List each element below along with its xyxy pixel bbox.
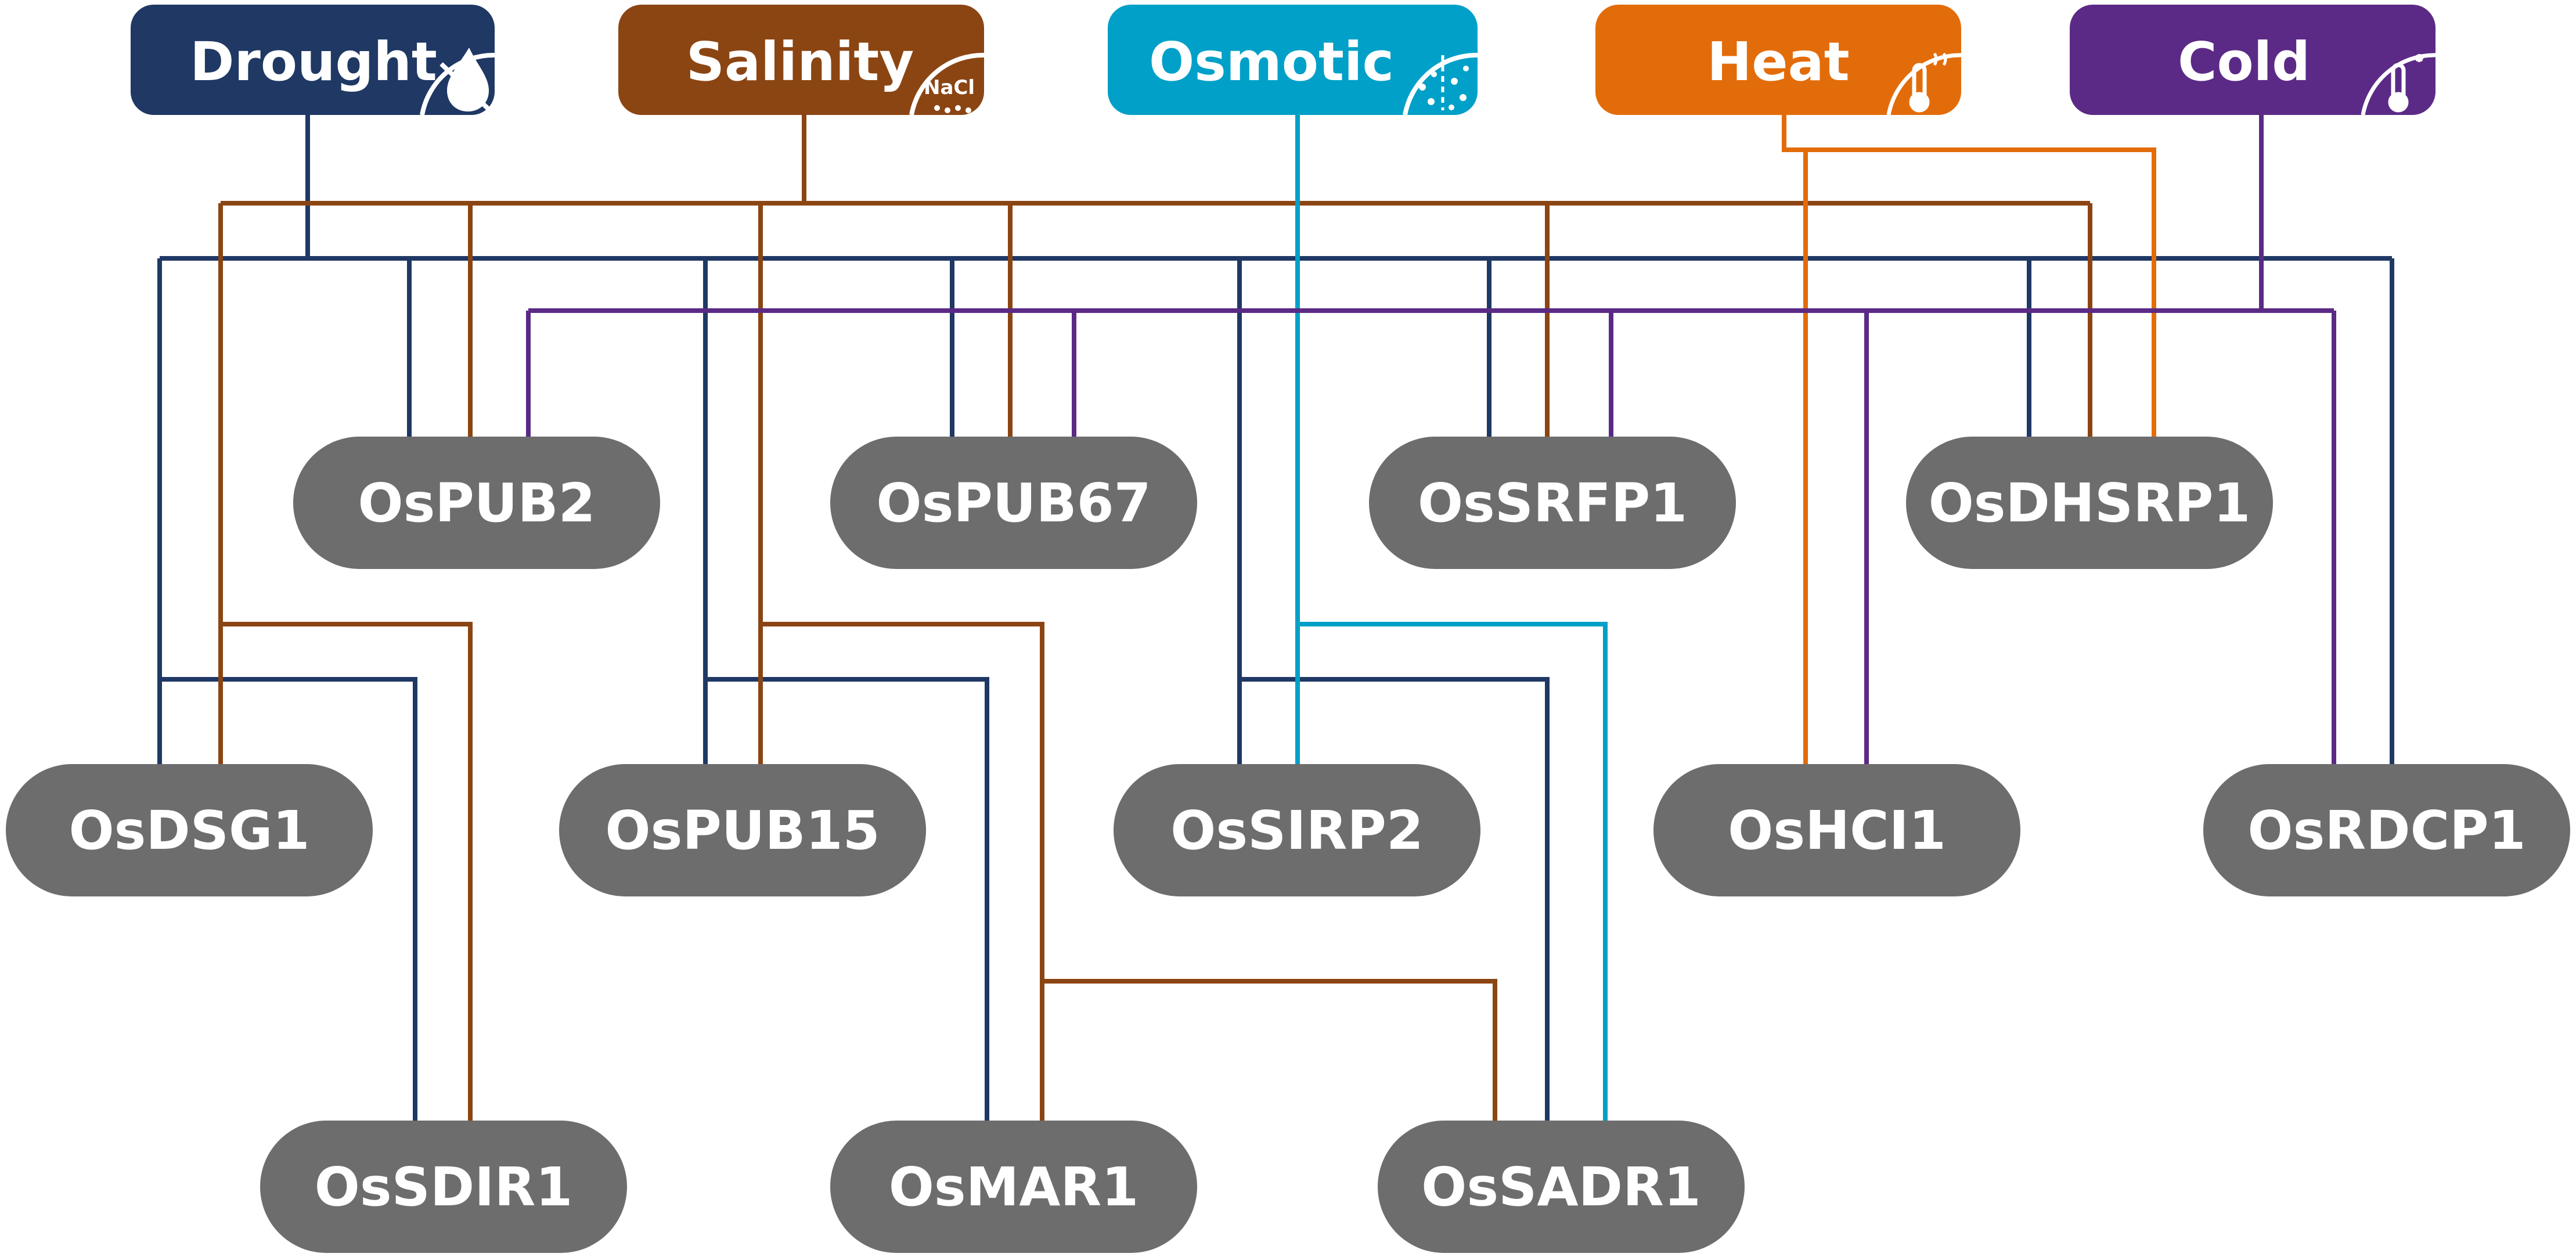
gene-box-bg: [293, 437, 660, 569]
gene-box-bg: [1906, 437, 2273, 569]
gene-box-bg: [2203, 764, 2570, 896]
gene-box-bg: [1653, 764, 2020, 896]
gene-box-bg: [260, 1121, 627, 1253]
gene-label-ospub15: OsPUB15: [605, 799, 880, 862]
gene-label-ospub67: OsPUB67: [876, 472, 1151, 534]
connector-drought-ossdir1: [160, 677, 417, 1121]
stress-box-salinity: Salinity NaCl: [618, 5, 985, 116]
connector-salinity-ossadr1: [1042, 979, 1497, 1121]
gene-box-bg: [1369, 437, 1736, 569]
gene-label-osmar1: OsMAR1: [889, 1156, 1139, 1218]
gene-box-bg: [559, 764, 926, 896]
gene-box-bg: [6, 764, 373, 896]
gene-label-ospub2: OsPUB2: [358, 472, 595, 534]
osmotic-particles-icon: [1403, 52, 1478, 116]
stress-label-osmotic: Osmotic: [1149, 31, 1394, 93]
connector-lines: [157, 115, 2394, 1121]
gene-label-osrdcp1: OsRDCP1: [2247, 799, 2525, 862]
gene-label-ossirp2: OsSIRP2: [1170, 799, 1424, 862]
stress-box-drought: Drought: [131, 5, 495, 116]
svg-text:NaCl: NaCl: [924, 76, 975, 99]
stress-box-osmotic: Osmotic: [1108, 5, 1478, 116]
gene-box-bg: [830, 1121, 1197, 1253]
stress-label-salinity: Salinity: [686, 31, 914, 93]
gene-label-osdsg1: OsDSG1: [69, 799, 309, 862]
nacl-icon: NaCl: [909, 52, 985, 116]
gene-label-ossdir1: OsSDIR1: [315, 1156, 573, 1218]
stress-label-cold: Cold: [2178, 31, 2310, 93]
gene-box-bg: [830, 437, 1197, 569]
stress-box-heat: Heat: [1595, 5, 1962, 116]
stress-box-bg: [1108, 5, 1478, 115]
stress-box-bg: [1595, 5, 1961, 115]
thermometer-cold-icon: [2361, 53, 2436, 116]
stress-box-bg: [618, 5, 984, 115]
connector-osmotic-ossadr1: [1298, 622, 1608, 1121]
no-water-drop-icon: [420, 48, 495, 116]
gene-label-ossrfp1: OsSRFP1: [1418, 472, 1687, 534]
thermometer-hot-icon: [1886, 52, 1962, 116]
gene-label-osdhsrp1: OsDHSRP1: [1929, 472, 2251, 534]
stress-headers: Drought Salinity NaCl Osmotic: [131, 5, 2436, 116]
stress-box-cold: Cold: [2070, 5, 2436, 116]
gene-box-bg: [1114, 764, 1480, 896]
stress-box-bg: [131, 5, 495, 115]
stress-box-bg: [2070, 5, 2436, 115]
gene-box-bg: [1378, 1121, 1745, 1253]
gene-label-ossadr1: OsSADR1: [1421, 1156, 1701, 1218]
stress-label-drought: Drought: [190, 31, 437, 93]
gene-nodes: OsPUB2 OsPUB67 OsSRFP1 OsDHSRP1 OsDSG1 O…: [6, 437, 2570, 1253]
gene-label-oshci1: OsHCI1: [1728, 799, 1946, 862]
connector-drought-ossadr1: [1240, 677, 1550, 1121]
connector-salinity-ossdir1: [221, 622, 473, 1121]
connector-heat-osdhsrp1: [1782, 115, 2156, 437]
connector-drought-osmar1: [705, 677, 989, 1121]
stress-label-heat: Heat: [1707, 31, 1849, 93]
connector-salinity-osmar1: [761, 622, 1044, 1121]
